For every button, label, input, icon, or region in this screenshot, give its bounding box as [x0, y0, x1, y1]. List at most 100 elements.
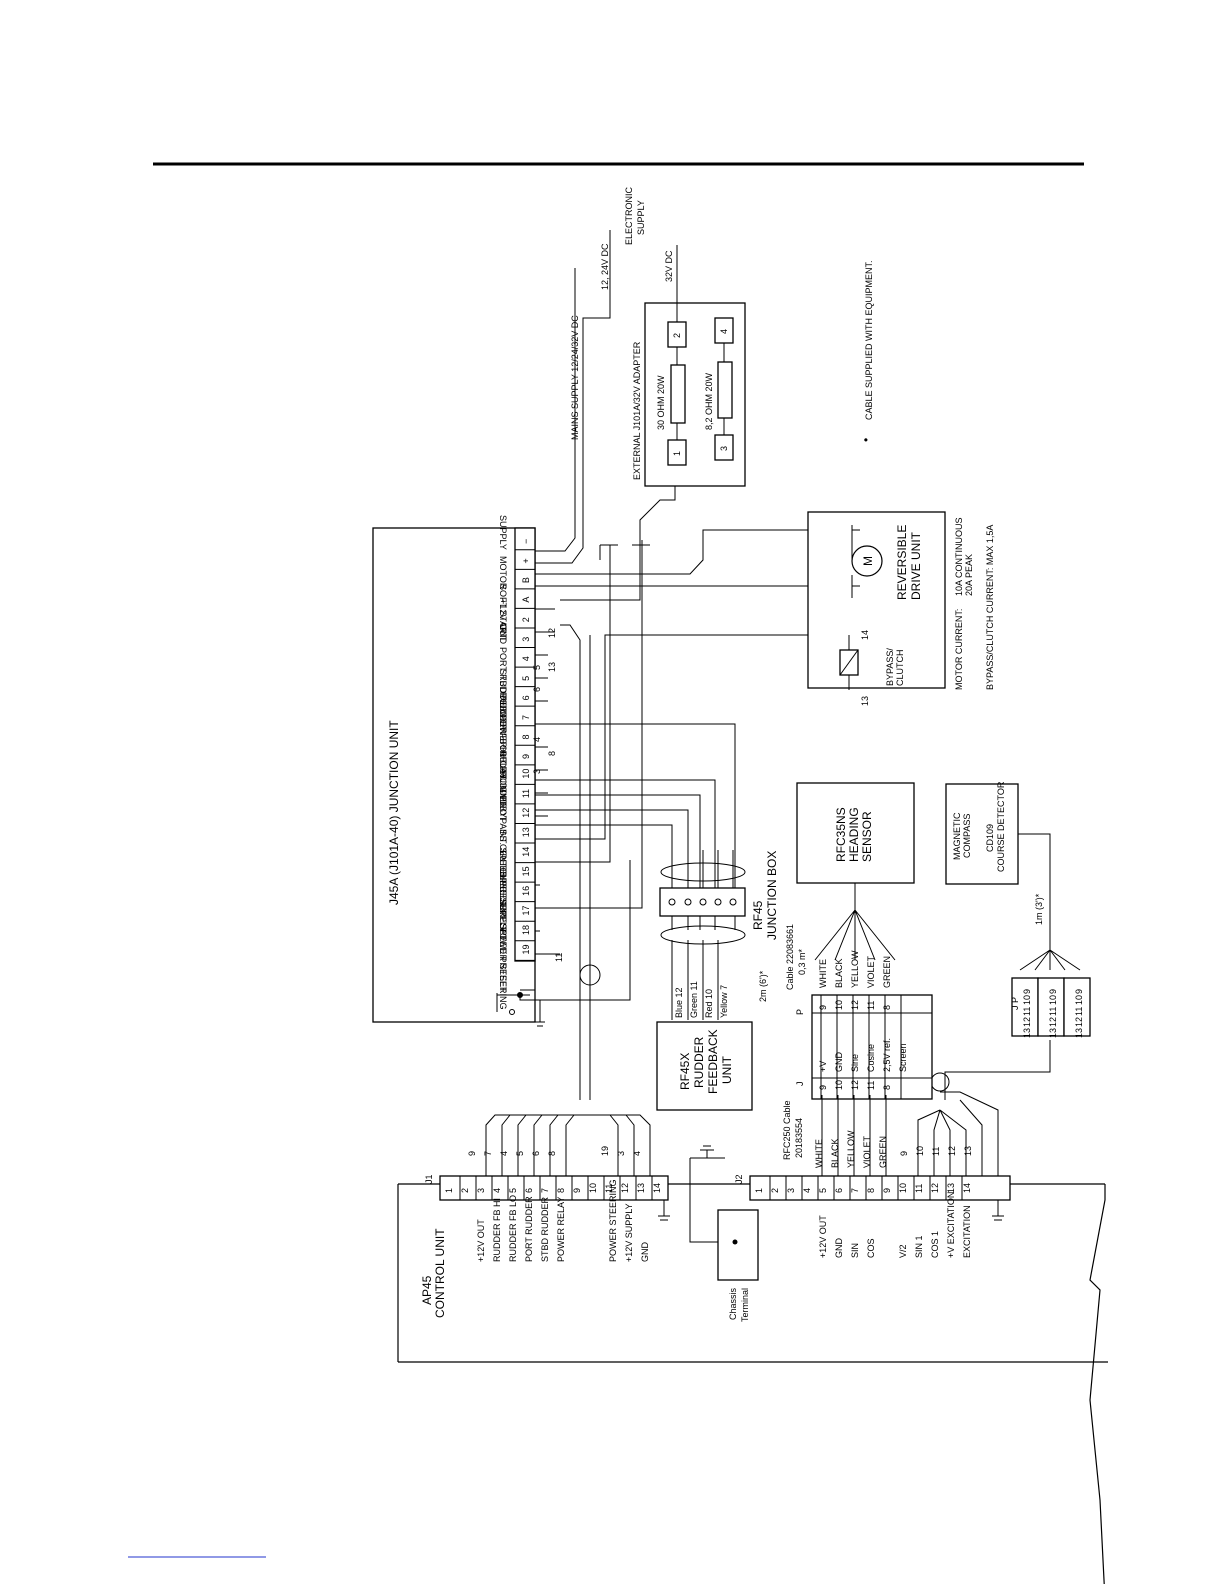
j2-signal-label: COS 1	[930, 1231, 940, 1258]
rf45x-label-3: FEEDBACK	[706, 1029, 720, 1094]
connector-j-label: J	[795, 1082, 805, 1087]
j1-pin: 6	[524, 1188, 534, 1193]
junction-terminal: 14	[521, 847, 531, 857]
j1-pin: 11	[604, 1184, 614, 1193]
sensor-j-pin: 8	[882, 1085, 892, 1090]
junction-label-rudder_fb_hi: RUDDER FB HI	[498, 692, 508, 756]
j2-signal-label: SIN	[850, 1243, 860, 1258]
junction-label-rudder: RUDDER	[498, 770, 508, 809]
j1-pin: 1	[444, 1188, 454, 1193]
j1-label: J1	[424, 1174, 434, 1184]
rf45x-wire-green: Green 11	[689, 981, 699, 1018]
jp-label: J P	[1010, 997, 1020, 1010]
sensor-p-pin: 11	[866, 1001, 876, 1010]
compass-pin: 9	[1074, 989, 1084, 994]
sensor-wire-color: YELLOW	[850, 950, 860, 988]
junction-terminal: B	[521, 577, 531, 583]
rf45-terminal	[684, 898, 692, 906]
j2-pin: 6	[834, 1188, 844, 1193]
j2-signal-label: +V EXCITATION	[946, 1192, 956, 1258]
adapter-pin-4: 4	[719, 329, 729, 334]
adapter-pin-3: 3	[719, 446, 729, 451]
adapter-r1: 30 OHM 20W	[656, 375, 666, 430]
junction-terminal: 2	[521, 617, 531, 622]
junction-label-out_plus: + OUT	[498, 753, 508, 780]
compass-pin: 13	[1074, 1028, 1084, 1038]
sensor-p-pin: 8	[882, 1005, 892, 1010]
junction-label-out12: +12V OUT	[498, 599, 508, 642]
junction-terminal: 7	[521, 715, 531, 720]
junction-terminal: 9	[521, 754, 531, 759]
junction-label-bypass_clutch: BYPASS CLUTCH	[498, 806, 508, 880]
j1-signal-label: STBD RUDDER	[540, 1196, 550, 1262]
rf45x-label-4: UNIT	[720, 1055, 734, 1084]
j2-wire-color: BLACK	[830, 1138, 840, 1168]
junction-terminal: 18	[521, 925, 531, 935]
junction-ground-icon	[496, 860, 631, 1027]
junction-label-ext_speed: EXT. SPEED PRESET	[498, 850, 508, 941]
j1-pin: 13	[636, 1183, 646, 1193]
j1-pin: 7	[540, 1188, 550, 1193]
connector-p-label: P	[795, 1009, 805, 1015]
heading-sensor: RFC35NS HEADING SENSOR	[796, 782, 915, 961]
j2-pin: 13	[946, 1183, 956, 1193]
heading-sensor-label-3: SENSOR	[860, 811, 874, 862]
rf45-label-1: RF45	[751, 900, 765, 930]
junction-label-stbd_rudder: STBD RUDDER	[498, 669, 508, 735]
cable-22083661-1: Cable 22083661	[785, 924, 795, 990]
bypass-clutch-label-1: BYPASS/	[885, 648, 895, 686]
j2-pin: 12	[930, 1183, 940, 1193]
compass-pin: 11	[1022, 1007, 1032, 1016]
compass-pin: 10	[1048, 995, 1058, 1005]
j1-wire-number: 9	[467, 1151, 477, 1156]
j1-ground-icon	[658, 1200, 670, 1221]
j2-ground-icon	[992, 1200, 1004, 1221]
compass-pin: 13	[1022, 1028, 1032, 1038]
rf45x-wire-blue: Blue 12	[674, 987, 684, 1018]
sensor-j-pin: 10	[834, 1080, 844, 1090]
j2-label: J2	[734, 1174, 744, 1184]
rf45x-label-2: RUDDER	[692, 1036, 706, 1088]
cross-number: 6	[532, 687, 542, 692]
compass-pin: 11	[1074, 1007, 1084, 1016]
rfc250-cable-1: RFC250 Cable	[782, 1100, 792, 1160]
junction-label-gnd: GND	[498, 624, 508, 645]
junction-terminal: 8	[521, 734, 531, 739]
cable-2m-label: 2m (6')*	[758, 970, 768, 1002]
junction-label-motor: MOTOR	[498, 556, 508, 590]
junction-label-power_steering: POWER STEERING	[498, 927, 508, 1010]
adapter-r2: 8,2 OHM 20W	[704, 372, 714, 430]
motor-current-label: MOTOR CURRENT:	[954, 609, 964, 690]
compass-pin: 12	[1048, 1017, 1058, 1027]
junction-terminal: A	[521, 597, 531, 603]
junction-terminal: 19	[521, 945, 531, 955]
j1-wire-number: 5	[515, 1151, 525, 1156]
sensor-signal: Cosine	[866, 1044, 876, 1072]
cross-number: 12	[547, 628, 557, 638]
cross-number: 13	[547, 662, 557, 672]
heading-sensor-label-2: HEADING	[847, 807, 861, 862]
junction-terminal: −	[521, 539, 531, 544]
sensor-signal: GND	[834, 1052, 844, 1073]
j2-wire-number: 10	[915, 1146, 925, 1156]
sensor-wire-color: BLACK	[834, 958, 844, 988]
adapter-pin-2: 2	[672, 333, 682, 338]
control-unit-title-2: CONTROL UNIT	[433, 1228, 447, 1318]
j1-signal-label: RUDDER FB HI	[492, 1198, 502, 1262]
j2-signal-label: GND	[834, 1238, 844, 1259]
rf45x-wire-yellow: Yellow 7	[719, 985, 729, 1018]
j1-wire-number: 6	[531, 1151, 541, 1156]
adapter-title: EXTERNAL J101A/32V ADAPTER	[632, 341, 642, 480]
sensor-signal: 2,5V ref.	[882, 1038, 892, 1072]
junction-label-out_from_pilot: + OUT FROM PILOT	[498, 737, 508, 822]
chassis-terminal: Chassis Terminal	[717, 1209, 759, 1322]
junction-terminal: 10	[521, 769, 531, 779]
j2-signal-label: COS	[866, 1238, 876, 1258]
j2-wire-color: WHITE	[814, 1139, 824, 1168]
junction-terminal-strip: −+BA2345678910111213141516171819SUPPLYMO…	[498, 515, 535, 1010]
rf45-label-2: JUNCTION BOX	[765, 851, 779, 940]
heading-sensor-label-1: RFC35NS	[834, 807, 848, 862]
